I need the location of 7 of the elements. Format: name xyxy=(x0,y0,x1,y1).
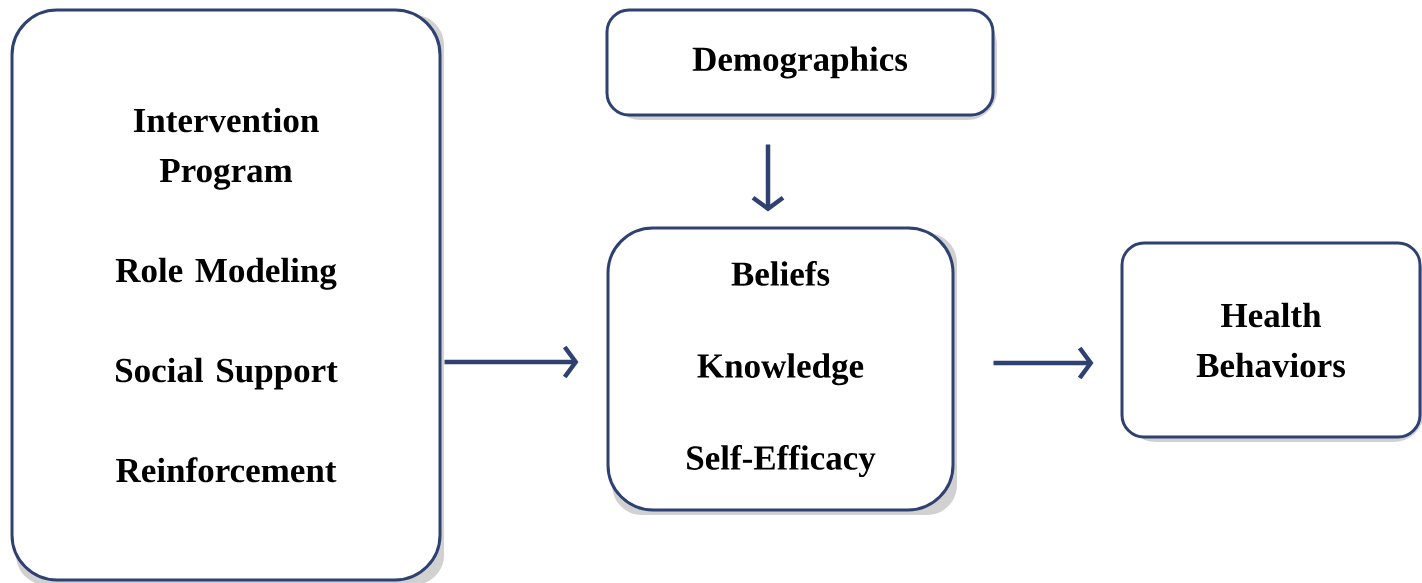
outcome-box: Health Behaviors xyxy=(1120,241,1422,439)
component-box: Intervention Program Role Modeling Social Support Reinforcement xyxy=(10,8,442,582)
outcome-box: Beliefs Knowledge Self-Efficacy xyxy=(606,226,955,512)
factor-box: Demographics xyxy=(605,8,995,117)
arrow xyxy=(444,345,579,379)
arrow xyxy=(993,346,1094,380)
arrow xyxy=(751,144,785,212)
